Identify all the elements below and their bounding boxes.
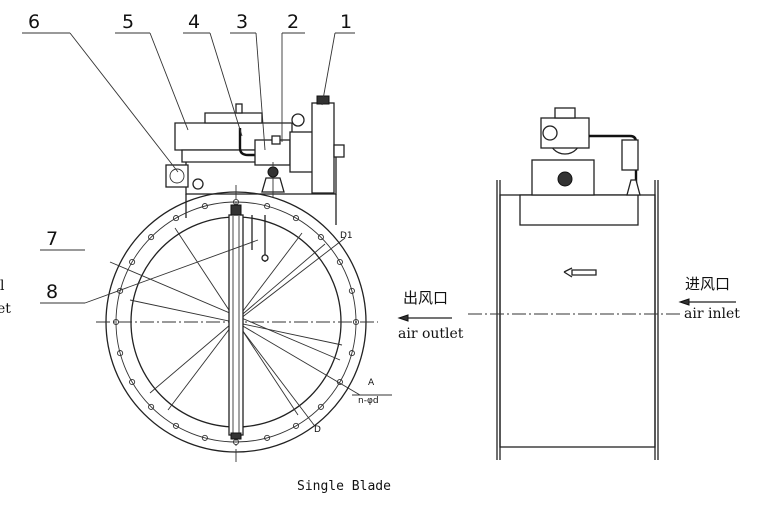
dim-leader-d1 xyxy=(235,237,346,323)
shaft-top-collar xyxy=(230,204,242,216)
motor-top-cover xyxy=(204,112,263,124)
bolt-hole xyxy=(348,287,355,294)
dimension-labels: D1 A n-φd D xyxy=(314,231,392,435)
bolt-hole xyxy=(201,203,208,210)
side-gear xyxy=(542,125,558,141)
gearbox-screw xyxy=(291,113,305,127)
bolt-hole xyxy=(336,258,343,266)
dim-leader-d xyxy=(235,321,315,426)
inlet-label-cn: 进风口 xyxy=(685,275,730,293)
leader-5 xyxy=(149,32,189,131)
bolt-hole xyxy=(352,318,360,326)
indicator-knob xyxy=(261,254,269,262)
outlet-label-en: air outlet xyxy=(398,326,464,342)
drawing-caption: Single Blade xyxy=(297,479,391,494)
clipped-label-bottom: et xyxy=(0,301,11,317)
part-number-labels: 6 5 4 3 2 1 7 8 xyxy=(28,11,352,303)
dim-label-d: D xyxy=(314,425,321,435)
dim-label-a: A xyxy=(368,378,375,388)
side-view xyxy=(468,107,680,460)
bolt-hole xyxy=(292,215,300,222)
flow-arrow-head xyxy=(563,271,573,278)
bolt-hole xyxy=(129,258,136,266)
bolt-hole xyxy=(348,350,355,357)
inlet-arrow-head xyxy=(678,298,690,306)
flow-annotations: 出风口 air outlet 进风口 air inlet xyxy=(397,275,740,342)
part-leaders xyxy=(22,32,355,304)
part-label-5: 5 xyxy=(122,11,134,33)
outlet-arrow-head xyxy=(397,314,409,322)
part-label-2: 2 xyxy=(287,11,299,33)
base-bolt xyxy=(557,171,573,187)
front-view xyxy=(96,95,378,462)
bolt-hole xyxy=(172,422,180,429)
side-motor-frame xyxy=(540,117,590,149)
duct-body xyxy=(499,194,656,448)
part-label-4: 4 xyxy=(188,11,200,33)
radial-line xyxy=(109,261,341,361)
part-label-1: 1 xyxy=(340,11,352,33)
flow-arrow-head xyxy=(563,267,573,273)
bolt-hole xyxy=(201,434,208,441)
control-cylinder xyxy=(311,102,335,194)
dim-label-d1: D1 xyxy=(340,231,353,241)
part-label-3: 3 xyxy=(236,11,248,33)
part-label-6: 6 xyxy=(28,11,40,33)
cylinder-side-fitting xyxy=(333,144,345,158)
leader-6 xyxy=(69,32,179,173)
bolt-hole xyxy=(172,215,180,222)
dim-leader-a xyxy=(235,321,361,396)
flow-arrow-body xyxy=(571,269,597,276)
bolt-hole xyxy=(129,378,136,386)
outlet-label-cn: 出风口 xyxy=(403,289,448,307)
side-bearing xyxy=(626,179,641,196)
bolt-hole xyxy=(264,434,271,441)
bolt-hole xyxy=(148,234,155,241)
part-label-7: 7 xyxy=(46,228,58,250)
end-cap-connector xyxy=(165,164,189,188)
leader-1 xyxy=(321,32,336,106)
bolt-hole xyxy=(317,234,324,241)
inlet-label-en: air inlet xyxy=(684,306,740,322)
leader-4 xyxy=(209,32,243,137)
bolt-hole xyxy=(292,422,300,429)
leader-3 xyxy=(255,32,266,151)
mounting-plate xyxy=(519,194,639,226)
motor-top-bolt xyxy=(235,103,243,114)
bolt-hole xyxy=(317,403,324,410)
end-cap-ring xyxy=(169,168,185,184)
side-motor-top xyxy=(554,107,576,119)
valve-knob xyxy=(271,135,281,145)
flange-bolt-holes xyxy=(112,198,360,446)
frame-bolt xyxy=(192,178,204,190)
bolt-hole xyxy=(264,203,271,210)
hydraulic-pipe xyxy=(238,128,268,157)
dim-label-holes: n-φd xyxy=(358,396,379,406)
shaft-bottom-collar xyxy=(230,432,242,440)
part-label-8: 8 xyxy=(46,281,58,303)
bolt-hole xyxy=(117,350,124,357)
leader-8 xyxy=(84,239,259,304)
bolt-hole xyxy=(148,403,155,410)
side-valve xyxy=(621,139,639,171)
clipped-label-top: l xyxy=(0,278,5,294)
